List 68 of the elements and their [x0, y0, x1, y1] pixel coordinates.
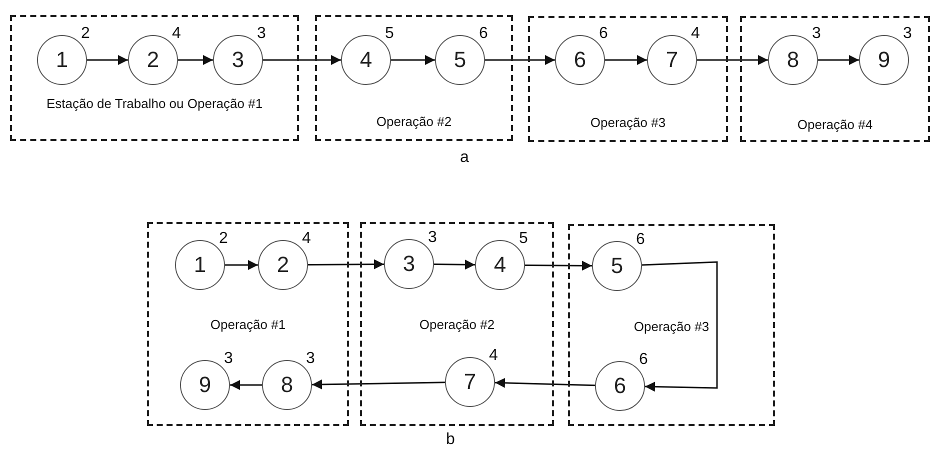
step-number: 9 — [198, 372, 212, 398]
step-number: 7 — [464, 369, 476, 395]
arrow — [818, 55, 859, 65]
arrow — [225, 260, 258, 270]
step-number: 6 — [574, 47, 586, 73]
time-label: 6 — [639, 352, 648, 368]
panel-label: a — [460, 150, 469, 166]
time-label: 4 — [302, 231, 311, 247]
time-label: 3 — [257, 26, 266, 42]
operation-label: Operação #4 — [796, 116, 874, 134]
step-number: 1 — [56, 47, 68, 73]
time-label: 4 — [172, 26, 181, 42]
arrow — [494, 378, 596, 388]
workstation-box — [147, 222, 349, 426]
panel-label: b — [446, 432, 455, 448]
time-label: 5 — [385, 26, 394, 42]
step-number: 8 — [280, 372, 294, 398]
step-number: 8 — [786, 47, 800, 73]
workstation-box — [740, 16, 930, 142]
operation-label: Estação de Trabalho ou Operação #1 — [45, 95, 264, 113]
arrow — [605, 55, 647, 65]
step-number: 5 — [454, 47, 466, 73]
time-label: 6 — [636, 232, 645, 248]
step-number: 4 — [494, 252, 506, 278]
time-label: 5 — [519, 231, 528, 247]
time-label: 3 — [903, 26, 912, 42]
arrow — [230, 380, 262, 390]
step-number: 1 — [194, 252, 206, 278]
step-number: 7 — [666, 47, 678, 73]
workstation-box — [568, 224, 775, 426]
time-label: 6 — [479, 26, 488, 42]
arrow — [263, 55, 341, 65]
arrow — [312, 379, 446, 390]
workstation-box — [360, 222, 554, 426]
arrow — [391, 55, 435, 65]
arrow — [308, 259, 384, 270]
arrow — [434, 260, 475, 270]
operation-label: Operação #3 — [632, 318, 710, 336]
operation-label: Operação #1 — [209, 316, 287, 334]
time-label: 2 — [81, 26, 90, 42]
step-number: 6 — [614, 373, 626, 399]
step-number: 9 — [878, 47, 890, 73]
step-number: 3 — [402, 251, 416, 277]
arrow — [87, 55, 128, 65]
time-label: 3 — [812, 26, 821, 42]
arrow — [697, 55, 768, 65]
step-number: 2 — [276, 252, 290, 278]
step-number: 3 — [232, 47, 244, 73]
step-number: 5 — [610, 253, 624, 279]
arrow — [525, 260, 592, 271]
workstation-box — [315, 15, 513, 141]
operation-label: Operação #2 — [375, 113, 453, 131]
workstation-box — [528, 16, 728, 142]
step-number: 2 — [146, 47, 160, 73]
time-label: 3 — [306, 351, 315, 367]
operation-label: Operação #3 — [589, 114, 667, 132]
workstation-box — [10, 15, 299, 141]
time-label: 4 — [691, 26, 700, 42]
time-label: 3 — [224, 351, 233, 367]
arrow — [178, 55, 213, 65]
time-label: 6 — [599, 26, 608, 42]
time-label: 4 — [489, 348, 498, 364]
arrow — [642, 261, 718, 392]
time-label: 3 — [428, 230, 437, 246]
step-number: 4 — [360, 47, 372, 73]
arrow — [485, 55, 555, 65]
operation-label: Operação #2 — [418, 316, 496, 334]
time-label: 2 — [219, 231, 228, 247]
